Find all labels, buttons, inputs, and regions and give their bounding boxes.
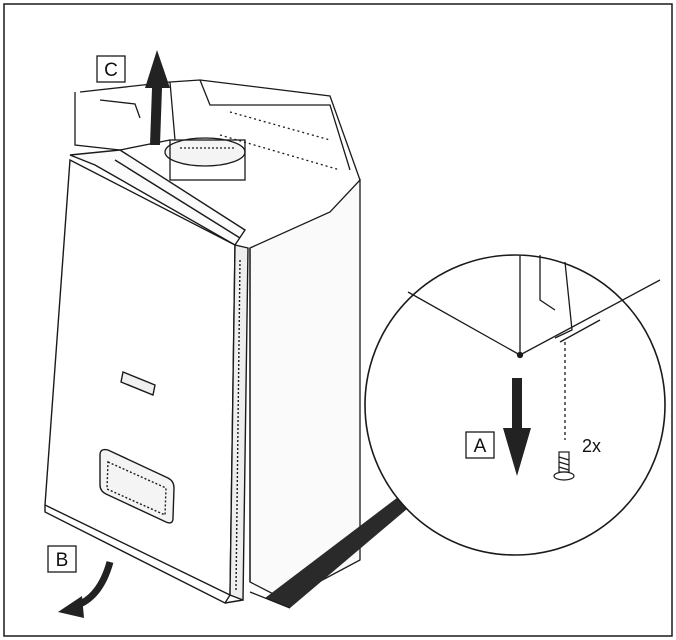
label-c: C xyxy=(104,60,118,81)
screw-icon xyxy=(553,451,575,481)
quantity-label: 2x xyxy=(582,436,601,456)
callout-box-c: C xyxy=(96,55,126,83)
arrow-up-c xyxy=(145,50,170,145)
detail-leader xyxy=(249,488,420,609)
label-b: B xyxy=(56,550,69,571)
label-a: A xyxy=(474,436,487,457)
front-panel xyxy=(44,149,249,604)
boiler-body xyxy=(74,79,361,601)
callout-box-a: A xyxy=(465,431,495,459)
arrow-curved-b xyxy=(58,561,114,618)
callout-box-b: B xyxy=(47,545,77,573)
figure-frame xyxy=(3,3,673,637)
detail-circle: 2x A xyxy=(364,254,666,556)
arrow-down-a xyxy=(503,378,531,476)
